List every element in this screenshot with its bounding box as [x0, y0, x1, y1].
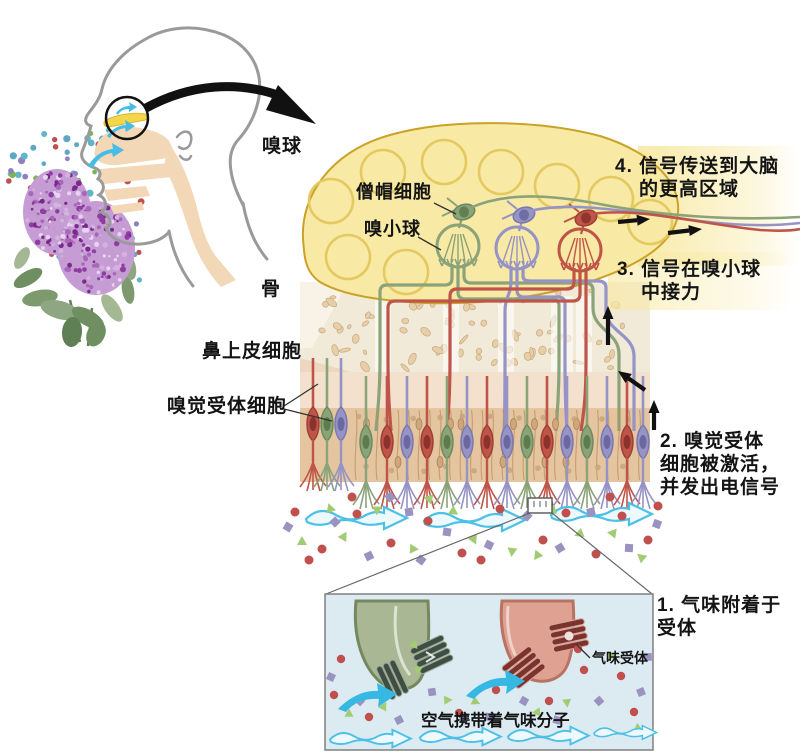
olfactory-bulb-shape: [301, 122, 680, 305]
label-glomerulus: 嗅小球: [364, 219, 421, 239]
neck-back-line: [241, 201, 269, 261]
glomeruli: [435, 223, 603, 273]
magnifier-circle: [104, 95, 150, 141]
olfactory-bulb-in-head: [103, 112, 149, 128]
odor-receptor-pointer: [575, 643, 591, 659]
step-2-annotation: 2. 嗅觉受体 细胞被激活， 并发出电信号: [660, 431, 781, 498]
throat-skin: [164, 146, 236, 287]
label-olfactory-receptor-cells: 嗅觉受体细胞: [167, 396, 288, 417]
axon-tracts-to-brain: [469, 195, 800, 232]
receptor-detail-inset: [324, 593, 658, 751]
airflow-arrow-nostril: [88, 143, 124, 168]
inset-green-cell-highlight: [393, 605, 412, 676]
inset-odor-molecules: [325, 639, 652, 732]
label-air-carries-odor: 空气携带着气味分子: [421, 712, 570, 730]
label-pointer-lines: [283, 202, 457, 422]
head-profile-illustration: [80, 26, 316, 288]
palate-skin: [99, 163, 175, 184]
olfactory-receptor-cells: [299, 358, 657, 510]
label-odor-receptor: 气味受体: [592, 650, 648, 666]
odor-receptor-bundles: [376, 618, 590, 700]
neck-front-line: [167, 229, 195, 288]
nasal-cavity-skin: [94, 126, 172, 166]
label-nasal-epithelium: 鼻上皮细胞: [202, 341, 303, 362]
label-olfactory-bulb: 嗅球: [262, 136, 303, 157]
airflow-arrow-cavity: [107, 120, 135, 138]
signal-direction-arrows: [602, 214, 702, 430]
nasal-epithelium-layer: [300, 358, 650, 482]
head-back-line: [222, 33, 262, 207]
label-bone: 骨: [261, 279, 282, 300]
label-mitral-cell: 僧帽细胞: [356, 182, 432, 202]
step-1-annotation: 1. 气味附着于 受体: [657, 595, 782, 639]
lilac-flower: [13, 169, 137, 347]
step-3-annotation: 3. 信号在嗅小球 中接力: [617, 259, 762, 303]
inset-air-arrow: [338, 683, 397, 712]
axon-bundles: [374, 264, 636, 432]
magnified-region-marker: [325, 497, 653, 595]
olfactory-bulb: [301, 122, 800, 310]
ear-line: [175, 130, 193, 161]
mouth-skin2: [110, 202, 144, 214]
mitral-cells: [441, 197, 598, 235]
head-profile-line: [80, 26, 226, 246]
inset-pink-cell-highlight: [506, 605, 524, 667]
mouth-skin: [104, 186, 150, 201]
zoom-arrow-head: [266, 85, 316, 124]
airflow-arrow-top: [116, 102, 137, 115]
zoom-arrow-shaft: [143, 82, 285, 112]
step-4-annotation: 4. 信号传送到大脑 的更高区域: [615, 156, 780, 200]
